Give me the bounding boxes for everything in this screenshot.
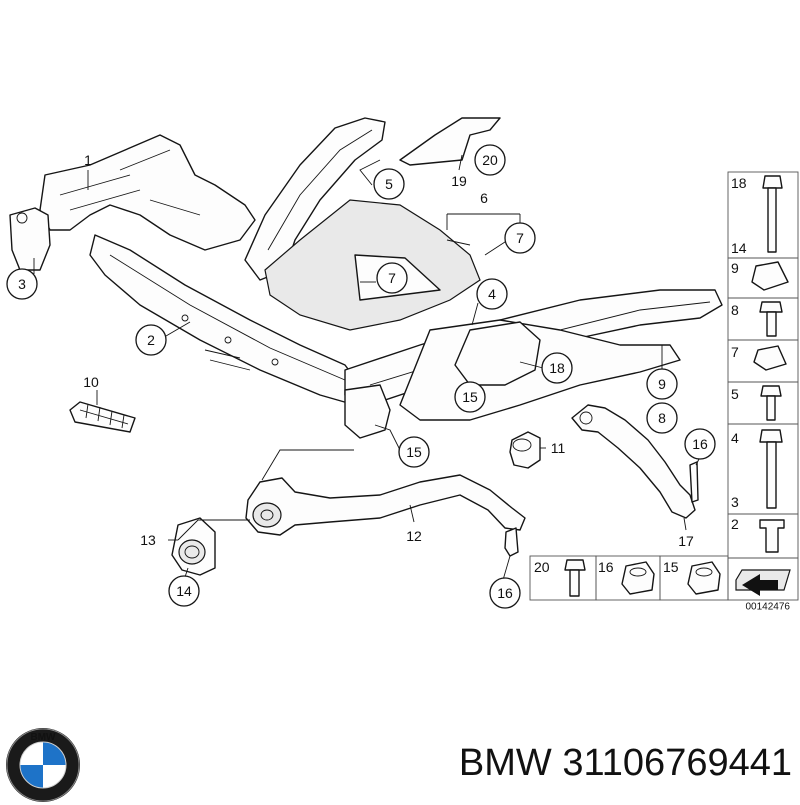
side-panel-item-7: 7 [731, 344, 739, 360]
side-panel-item-2: 2 [731, 516, 739, 532]
callout-18: 18 [549, 360, 565, 376]
callout-3-circle [6, 268, 38, 300]
callout-8: 8 [658, 410, 666, 426]
callout-labels: 1 3 2 5 20 19 6 7 7 4 18 15 15 9 8 10 11… [18, 152, 708, 601]
hardware-side-panel: 18 14 9 8 7 5 4 3 2 [727, 171, 799, 601]
bmw-logo-icon: BMW [6, 728, 80, 802]
callout-4-circle [476, 278, 508, 310]
callout-20-circle [474, 144, 506, 176]
callout-19: 19 [451, 173, 467, 189]
callout-7b: 7 [388, 270, 396, 286]
heat-shield [399, 117, 501, 166]
callout-15a-circle [454, 381, 486, 413]
callout-16a-circle [684, 428, 716, 460]
front-subframe [9, 117, 723, 439]
side-panel-item-18: 18 [731, 175, 747, 191]
callout-16b-circle [489, 577, 521, 609]
callout-2-circle [135, 324, 167, 356]
callout-15b: 15 [406, 444, 422, 460]
callout-9-circle [646, 368, 678, 400]
part-10-bracket [69, 401, 136, 433]
callout-5-circle [373, 168, 405, 200]
part-12-control-arm [245, 474, 526, 557]
callout-6: 6 [480, 190, 488, 206]
part-number-caption: BMW 31106769441 [458, 742, 792, 784]
part-11-bushing [509, 431, 541, 469]
callout-4: 4 [488, 286, 496, 302]
callout-13: 13 [140, 532, 156, 548]
side-panel-item-4: 4 [731, 430, 739, 446]
bmw-logo-lettering: BMW [31, 732, 57, 743]
side-panel-item-3: 3 [731, 494, 739, 510]
callout-11: 11 [551, 440, 566, 456]
callout-20: 20 [482, 152, 498, 168]
side-panel-item-9: 9 [731, 260, 739, 276]
part-17-tension-strut [571, 404, 699, 519]
callout-15a: 15 [462, 389, 478, 405]
callout-2: 2 [147, 332, 155, 348]
callout-18-circle [541, 352, 573, 384]
callout-7a-circle [504, 222, 536, 254]
callout-1: 1 [84, 152, 92, 168]
side-panel-item-14: 14 [731, 240, 747, 256]
callout-12: 12 [406, 528, 422, 544]
callout-5: 5 [385, 176, 393, 192]
callout-14: 14 [176, 583, 192, 599]
callout-14-circle [168, 575, 200, 607]
callout-9: 9 [658, 376, 666, 392]
callout-17: 17 [678, 533, 694, 549]
hardware-bottom-panel: 20 16 15 [529, 555, 729, 601]
callout-7a: 7 [516, 230, 524, 246]
bottom-panel-item-16: 16 [598, 559, 614, 575]
leader-lines [33, 154, 701, 581]
callout-8-circle [646, 402, 678, 434]
diagram-reference-number: 00142476 [746, 602, 791, 613]
part-13-rubber-mount [171, 517, 216, 576]
side-panel-item-8: 8 [731, 302, 739, 318]
callout-3: 3 [18, 276, 26, 292]
callout-16a: 16 [692, 436, 708, 452]
callout-10: 10 [83, 374, 99, 390]
callout-15b-circle [398, 436, 430, 468]
bottom-panel-item-20: 20 [534, 559, 550, 575]
bottom-panel-item-15: 15 [663, 559, 679, 575]
side-panel-item-5: 5 [731, 386, 739, 402]
callout-bubbles [6, 144, 716, 609]
callout-7b-circle [376, 262, 408, 294]
callout-16b: 16 [497, 585, 513, 601]
